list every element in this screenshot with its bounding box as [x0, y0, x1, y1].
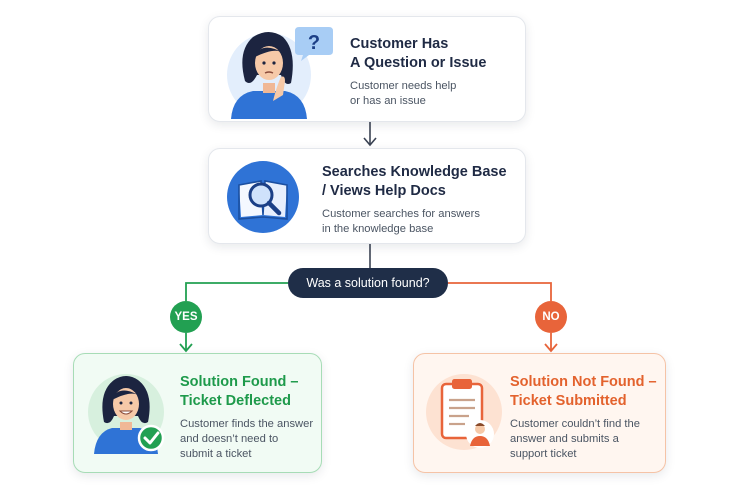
solution-not-found-card: Solution Not Found – Ticket Submitted Cu…	[413, 353, 666, 473]
start-desc-line: or has an issue	[350, 95, 426, 107]
solution-found-description: Customer finds the answer and doesn’t ne…	[180, 417, 313, 462]
search-card: Searches Knowledge Base / Views Help Doc…	[208, 148, 526, 244]
search-desc-line: in the knowledge base	[322, 223, 434, 235]
search-desc-line: Customer searches for answers	[322, 208, 480, 220]
arrowhead-yes	[179, 343, 193, 353]
thinking-woman-icon	[227, 32, 311, 119]
happy-woman-check-icon	[88, 374, 165, 454]
start-title-line: A Question or Issue	[350, 55, 487, 71]
start-description: Customer needs help or has an issue	[350, 79, 456, 109]
search-title-line: / Views Help Docs	[322, 183, 446, 199]
clipboard-support-icon	[426, 374, 502, 450]
decision-node: Was a solution found?	[288, 268, 448, 298]
solution-not-found-desc-line: Customer couldn’t find the	[510, 418, 640, 430]
solution-found-desc-line: submit a ticket	[180, 448, 252, 460]
start-title: Customer Has A Question or Issue	[350, 35, 486, 73]
question-bubble-icon: ?	[295, 27, 333, 61]
no-branch-label: NO	[535, 301, 567, 333]
solution-found-desc-line: and doesn’t need to	[180, 433, 279, 445]
connector-decision-to-yes	[185, 282, 288, 301]
solution-not-found-desc-line: support ticket	[510, 448, 577, 460]
solution-found-title: Solution Found – Ticket Deflected	[180, 373, 298, 411]
arrowhead-no	[544, 343, 558, 353]
solution-not-found-description: Customer couldn’t find the answer and su…	[510, 417, 640, 462]
solution-not-found-title-line: Solution Not Found –	[510, 374, 657, 390]
connector-decision-to-no	[448, 282, 552, 301]
solution-not-found-title: Solution Not Found – Ticket Submitted	[510, 373, 657, 411]
yes-branch-label: YES	[170, 301, 202, 333]
search-title: Searches Knowledge Base / Views Help Doc…	[322, 163, 507, 201]
book-magnifier-icon	[227, 161, 299, 233]
arrowhead-search	[363, 137, 377, 147]
solution-found-title-line: Ticket Deflected	[180, 393, 291, 409]
start-card: ? Customer Has A Question or Issue Custo…	[208, 16, 526, 122]
start-desc-line: Customer needs help	[350, 80, 457, 92]
start-title-line: Customer Has	[350, 36, 449, 52]
solution-found-card: Solution Found – Ticket Deflected Custom…	[73, 353, 322, 473]
solution-found-title-line: Solution Found –	[180, 374, 299, 390]
solution-not-found-title-line: Ticket Submitted	[510, 393, 627, 409]
bubble-question-mark: ?	[308, 32, 320, 54]
solution-not-found-desc-line: answer and submits a	[510, 433, 619, 445]
search-description: Customer searches for answers in the kno…	[322, 207, 480, 237]
solution-found-desc-line: Customer finds the answer	[180, 418, 314, 430]
search-title-line: Searches Knowledge Base	[322, 164, 507, 180]
